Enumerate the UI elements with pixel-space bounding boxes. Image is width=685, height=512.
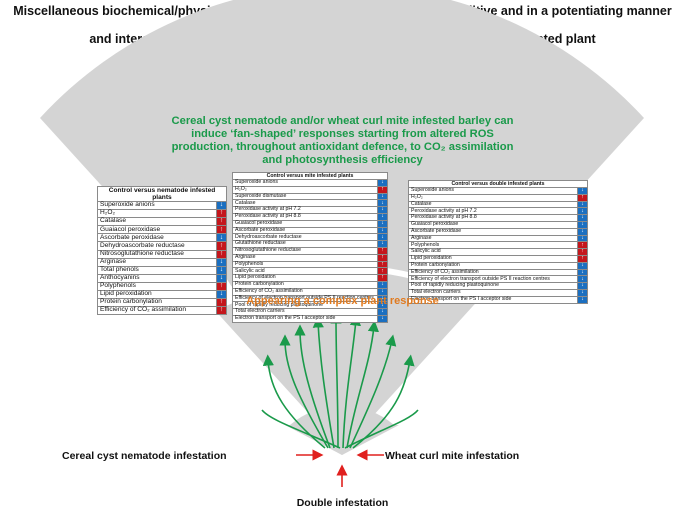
- increase-arrow-icon: ↑: [216, 249, 227, 259]
- table-row: Nitrosoglutathione reductase↑: [232, 246, 388, 255]
- decrease-arrow-icon: ↓: [216, 233, 227, 243]
- table-title: Control versus nematode infested plants: [97, 186, 227, 202]
- table-row: Ascorbate peroxidase↓: [232, 226, 388, 235]
- decrease-arrow-icon: ↓: [577, 234, 588, 243]
- decrease-arrow-icon: ↓: [577, 200, 588, 209]
- increase-arrow-icon: ↑: [216, 241, 227, 251]
- response-arrow: [312, 316, 335, 449]
- row-label: Superoxide anions: [408, 187, 578, 195]
- table-row: Polyphenols↑: [232, 260, 388, 269]
- row-label: Superoxide anions: [97, 200, 217, 211]
- table-title: Control versus double infested plants: [408, 180, 588, 188]
- response-arrow: [346, 320, 379, 449]
- response-arrow: [342, 314, 362, 449]
- table-row: Efficiency of CO₂ assimilation↑: [97, 306, 227, 316]
- increase-arrow-icon: ↑: [377, 260, 388, 269]
- row-label: Polyphenols: [232, 260, 378, 269]
- table-row: Dehydroascorbate reductase↑: [97, 241, 227, 251]
- decrease-arrow-icon: ↓: [377, 226, 388, 235]
- table-row: Ascorbate peroxidase↓: [97, 233, 227, 243]
- increase-arrow-icon: ↑: [216, 225, 227, 235]
- table-row: Nitrosoglutathione reductase↑: [97, 249, 227, 259]
- row-label: Catalase: [408, 200, 578, 209]
- row-label: Arginase: [408, 234, 578, 243]
- green-response-arrows: [261, 312, 419, 449]
- table-row: Superoxide dismutase↓: [232, 192, 388, 201]
- table-row: Electron transport on the PS I acceptor …: [232, 314, 388, 323]
- decrease-arrow-icon: ↓: [577, 295, 588, 304]
- row-label: Ascorbate peroxidase: [408, 227, 578, 236]
- nematode-table: Control versus nematode infested plants …: [97, 186, 227, 316]
- table-row: H₂O₂↑: [408, 193, 588, 202]
- row-label: Ascorbate peroxidase: [97, 233, 217, 243]
- mite-table: Control versus mite infested plants Supe…: [232, 172, 388, 323]
- increase-arrow-icon: ↑: [216, 217, 227, 227]
- response-arrow: [279, 334, 329, 449]
- table-row: Electron transport on the PS I acceptor …: [408, 295, 588, 304]
- row-label: Efficiency of CO₂ assimilation: [97, 306, 217, 316]
- row-label: Superoxide anions: [232, 179, 378, 187]
- double-label: Double infestation: [296, 497, 389, 509]
- response-arrow: [349, 334, 397, 449]
- table-row: Superoxide anions↓: [408, 187, 588, 195]
- table-row: Catalase↑: [97, 217, 227, 227]
- row-label: Electron transport on the PS I acceptor …: [232, 314, 378, 323]
- nematode-label: Cereal cyst nematode infestation: [62, 450, 227, 462]
- orange-title: Appearing a complex plant response: [246, 295, 439, 307]
- row-label: Ascorbate peroxidase: [232, 226, 378, 235]
- table-row: Guaiacol peroxidase↑: [97, 225, 227, 235]
- row-label: Catalase: [97, 217, 217, 227]
- response-arrow: [330, 312, 342, 449]
- response-arrow: [261, 409, 341, 449]
- decrease-arrow-icon: ↓: [377, 314, 388, 323]
- decrease-arrow-icon: ↓: [377, 192, 388, 201]
- double-table: Control versus double infested plants Su…: [408, 180, 588, 304]
- green-title: Cereal cyst nematode and/or wheat curl m…: [171, 115, 514, 166]
- table-row: Ascorbate peroxidase↓: [408, 227, 588, 236]
- table-row: Arginase↓: [408, 234, 588, 243]
- table-row: Efficiency of CO₂ assimilation↓: [408, 268, 588, 277]
- response-arrow: [294, 324, 331, 449]
- row-label: Dehydroascorbate reductase: [97, 241, 217, 251]
- row-label: Superoxide dismutase: [232, 192, 378, 201]
- table-row: Catalase↓: [408, 200, 588, 209]
- row-label: Efficiency of CO₂ assimilation: [408, 268, 578, 277]
- table-row: Superoxide anions↓: [232, 179, 388, 187]
- row-label: H₂O₂: [408, 193, 578, 202]
- mite-label: Wheat curl mite infestation: [385, 450, 520, 462]
- fan-base-wedge: [285, 425, 399, 455]
- table-title: Control versus mite infested plants: [232, 172, 388, 180]
- response-arrow: [344, 409, 419, 449]
- increase-arrow-icon: ↑: [216, 306, 227, 316]
- response-arrow: [262, 354, 326, 449]
- row-label: Nitrosoglutathione reductase: [97, 249, 217, 259]
- row-label: Guaiacol peroxidase: [97, 225, 217, 235]
- decrease-arrow-icon: ↓: [577, 268, 588, 277]
- table-row: Superoxide anions↓: [97, 200, 227, 211]
